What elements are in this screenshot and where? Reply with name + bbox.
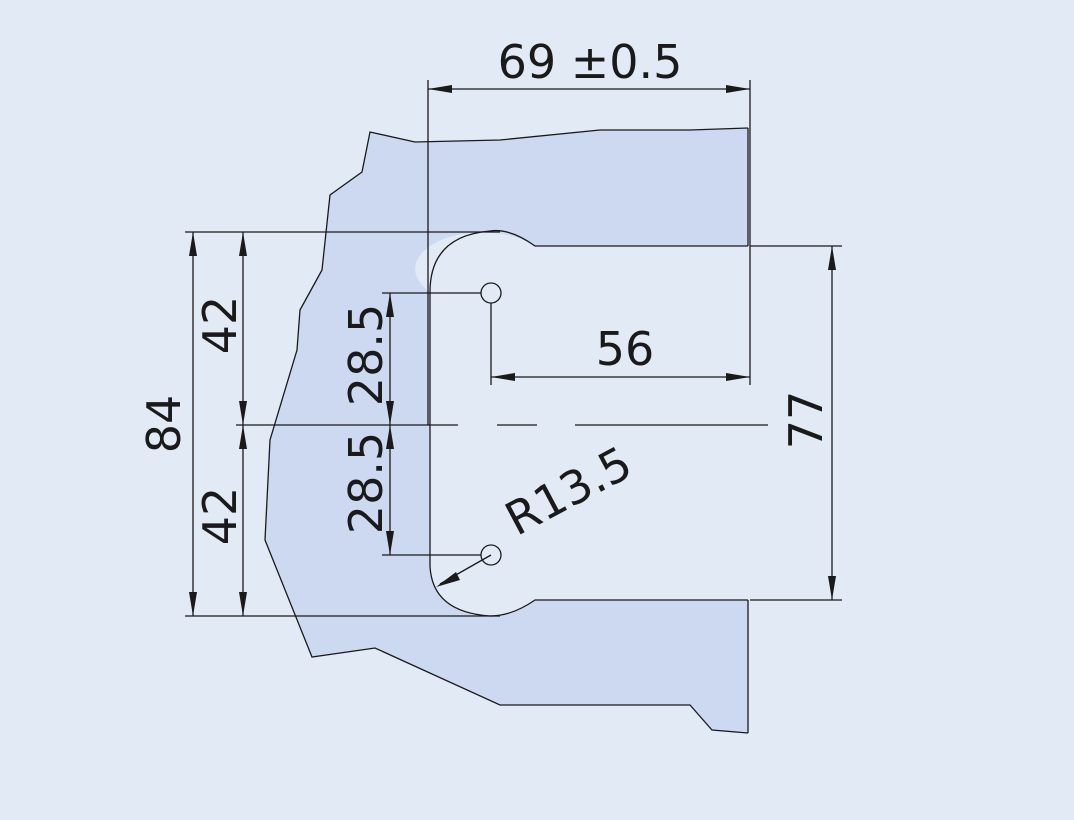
slot-outline	[429, 229, 748, 617]
dim-hole-offsets: 28.5 28.5	[339, 293, 394, 555]
part-body	[265, 128, 748, 733]
dim-half-heights: 42 42	[193, 232, 247, 616]
dim-slot-height: 77	[750, 245, 842, 601]
dim-slot-height-label: 77	[779, 391, 833, 450]
part-outline	[264, 127, 749, 734]
dim-lower-half-label: 42	[193, 487, 247, 546]
dim-top-width: 69 ±0.5	[427, 35, 751, 425]
dim-inner-width-label: 56	[596, 322, 655, 376]
dim-hole-lower-label: 28.5	[339, 432, 393, 534]
dim-inner-width: 56	[490, 246, 751, 385]
dim-upper-half-label: 42	[193, 296, 247, 355]
dim-total-height-label: 84	[137, 395, 191, 454]
dim-radius-label: R13.5	[496, 435, 640, 546]
dim-total-height: 84	[137, 232, 197, 616]
dim-top-width-label: 69 ±0.5	[498, 35, 683, 89]
dim-hole-upper-label: 28.5	[339, 304, 393, 406]
dim-radius: R13.5	[436, 435, 640, 587]
hole-upper	[480, 282, 502, 304]
